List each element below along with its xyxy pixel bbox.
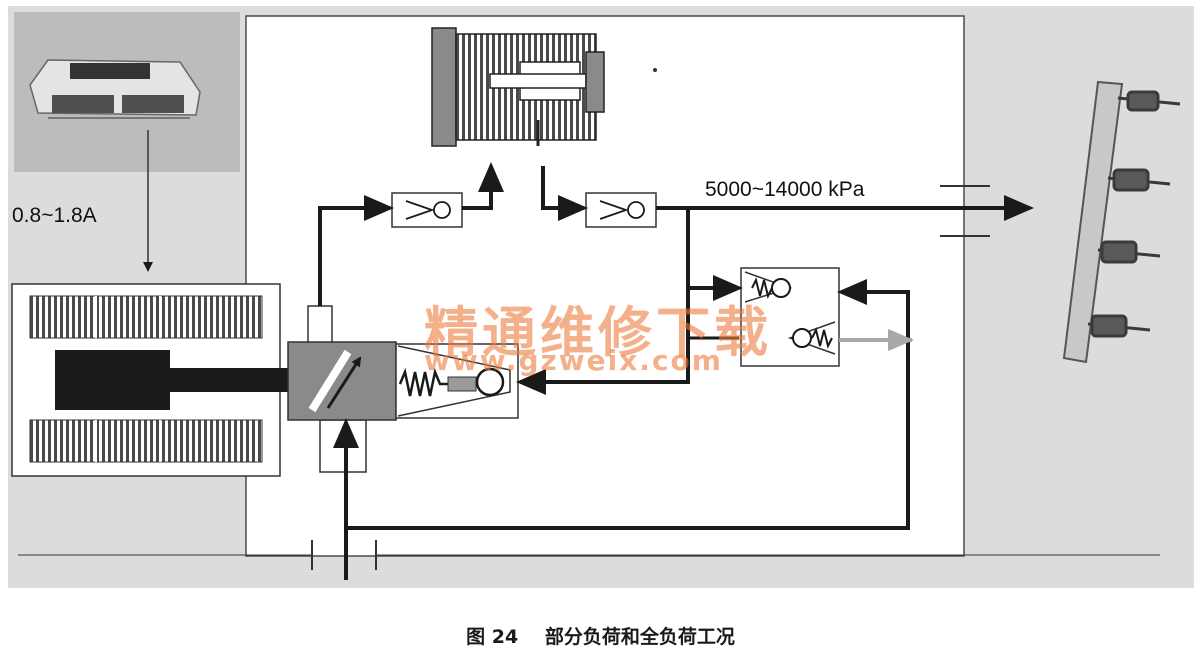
outlet-check-valve [585, 192, 657, 228]
inlet-check-valve [391, 192, 463, 228]
fuel-rail-photo [1062, 80, 1181, 364]
watermark-text: 精通维修下载 [424, 301, 772, 364]
pump-head [431, 27, 605, 147]
solenoid-actuator [11, 283, 292, 477]
rail-pressure-label: 5000~14000 kPa [705, 178, 865, 201]
diagram-panel [245, 15, 965, 557]
figure-caption: 图 24 部分负荷和全负荷工况 [0, 622, 1201, 649]
control-valve [287, 305, 519, 473]
wall-fittings [18, 185, 1160, 570]
control-current-label: 0.8~1.8A [12, 204, 97, 227]
ecu-photo [14, 12, 240, 172]
figure-title: 部分负荷和全负荷工况 [544, 626, 735, 648]
speck [653, 68, 657, 72]
pressure-relief-valves [740, 267, 840, 367]
fuel-lines [318, 162, 1034, 580]
watermark-url: www.gzweix.com [424, 344, 723, 377]
figure-number: 图 24 [466, 626, 519, 648]
